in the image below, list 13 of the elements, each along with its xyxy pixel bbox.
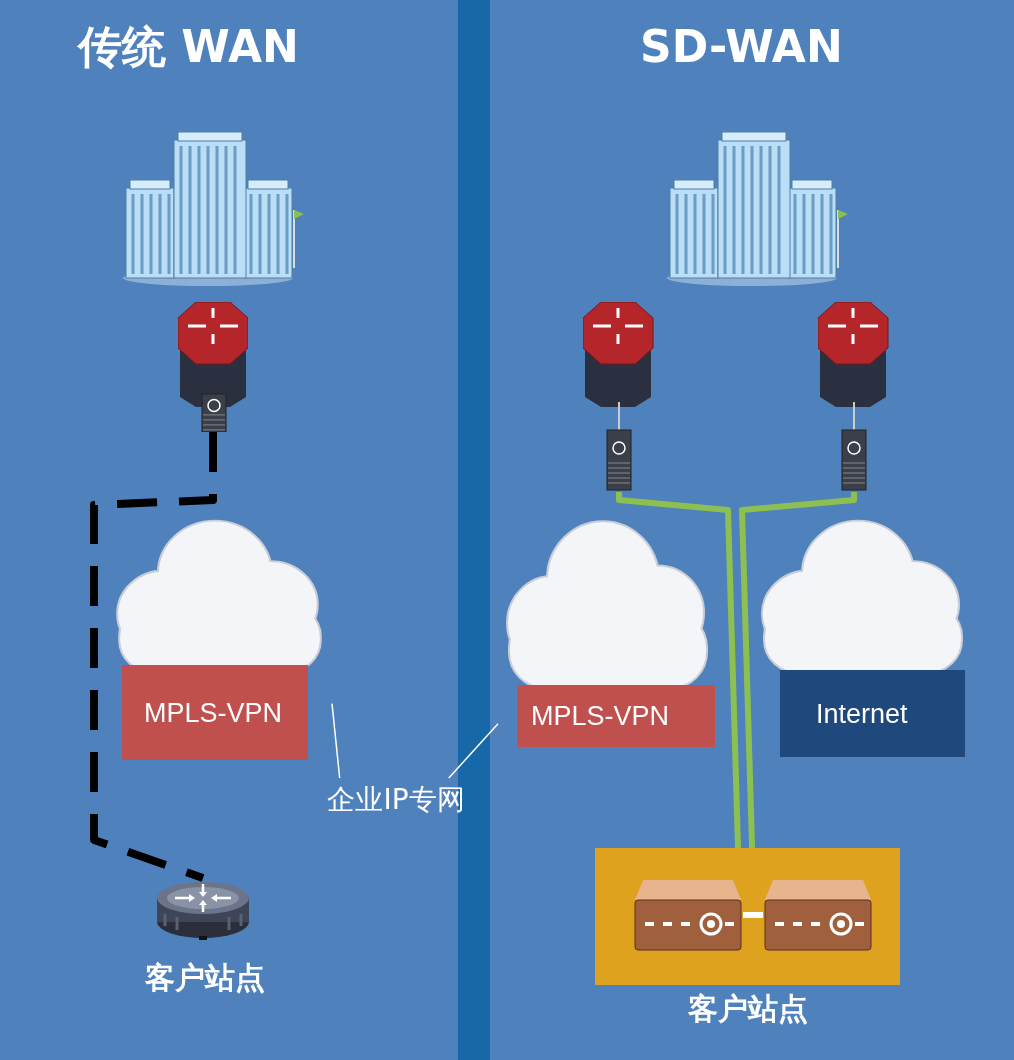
site-label: 客户站点 [144,959,266,997]
connection-line [743,912,763,918]
panel-title: 传统 WAN [78,22,299,72]
panel-title: SD-WAN [640,22,843,72]
leader-line [331,702,341,779]
network-label: MPLS-VPN [122,665,308,760]
site-label: 客户站点 [686,990,809,1028]
network-label: Internet [780,670,965,757]
network-label: MPLS-VPN [517,685,715,747]
callout-text: 企业IP专网 [308,778,484,822]
connection-line [90,432,217,882]
connection-line [739,492,857,849]
connection-line [616,492,742,849]
